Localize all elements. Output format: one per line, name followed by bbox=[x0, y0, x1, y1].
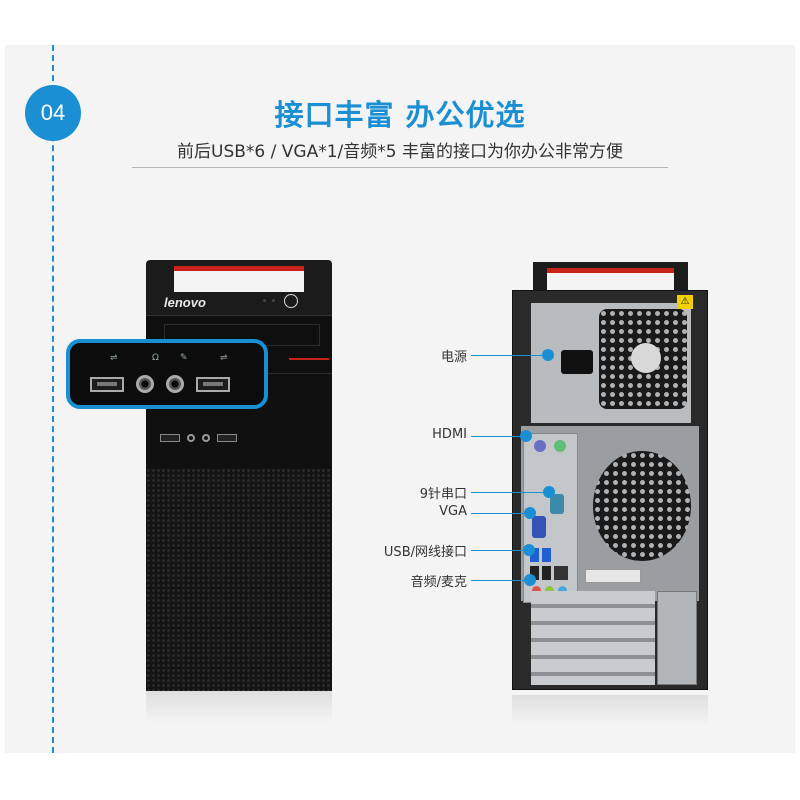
serial-port-icon bbox=[550, 494, 564, 514]
microphone-icon: ✎ bbox=[180, 353, 188, 363]
headphone-jack-icon bbox=[136, 375, 154, 393]
annotation-dot bbox=[542, 349, 554, 361]
heading-divider bbox=[132, 167, 668, 168]
annotation-dot bbox=[523, 544, 535, 556]
slot-bracket bbox=[657, 591, 697, 685]
pc-rear-view: ⚠ bbox=[512, 262, 708, 725]
case-fan-grille bbox=[593, 451, 691, 561]
rear-chassis: ⚠ bbox=[512, 290, 708, 690]
usb-icon: ⇌ bbox=[220, 353, 228, 363]
carry-handle bbox=[174, 266, 304, 292]
usb-port-icon bbox=[160, 434, 180, 442]
usb-port-icon bbox=[196, 376, 230, 392]
usb-port-icon bbox=[217, 434, 237, 442]
mic-jack-icon bbox=[532, 586, 541, 595]
floor-reflection bbox=[146, 691, 332, 723]
annotation-label: VGA bbox=[439, 504, 467, 519]
serial-label bbox=[585, 569, 641, 583]
usb3-port-icon bbox=[530, 548, 539, 562]
eject-accent bbox=[289, 358, 329, 360]
annotation-label: HDMI bbox=[432, 427, 467, 442]
microphone-jack-icon bbox=[166, 375, 184, 393]
power-socket bbox=[561, 350, 593, 374]
annotation-line bbox=[471, 580, 526, 581]
section-subtitle: 前后USB*6 / VGA*1/音频*5 丰富的接口为你办公非常方便 bbox=[177, 142, 623, 162]
annotation-dot bbox=[524, 574, 536, 586]
floor-reflection bbox=[512, 695, 708, 725]
callout-ports bbox=[90, 375, 230, 393]
ps2-port-icon bbox=[554, 440, 566, 452]
annotation-dot bbox=[520, 430, 532, 442]
annotation-label: 电源 bbox=[440, 350, 467, 365]
expansion-slots bbox=[531, 591, 655, 685]
annotation-label: 9针串口 bbox=[419, 487, 467, 502]
annotation-line bbox=[471, 436, 522, 437]
status-led bbox=[272, 299, 275, 302]
front-io-callout: ⇌ Ω ✎ ⇌ bbox=[66, 339, 268, 409]
fan-hub bbox=[631, 343, 661, 373]
power-supply-unit bbox=[531, 303, 691, 423]
power-button-icon bbox=[284, 294, 298, 308]
annotation-label: USB/网线接口 bbox=[383, 545, 467, 560]
pc-front-view: lenovo bbox=[146, 260, 332, 723]
headphone-icon: Ω bbox=[152, 353, 159, 363]
ethernet-port-icon bbox=[554, 566, 568, 580]
usb-port-icon bbox=[90, 376, 124, 392]
annotation-dot bbox=[524, 507, 536, 519]
annotation-dot bbox=[543, 486, 555, 498]
headphone-jack-icon bbox=[187, 434, 195, 442]
line-in-jack-icon bbox=[558, 586, 567, 595]
annotation-line bbox=[471, 492, 545, 493]
handle-opening bbox=[547, 268, 674, 292]
usb2-port-icon bbox=[542, 566, 551, 580]
front-mesh-grille bbox=[146, 468, 332, 691]
step-number-badge: 04 bbox=[25, 85, 81, 141]
vga-port-icon bbox=[532, 516, 546, 538]
annotation-label: 音频/麦克 bbox=[410, 575, 467, 590]
brand-logo: lenovo bbox=[164, 295, 206, 310]
annotation-line bbox=[471, 355, 544, 356]
timeline-dashed-line bbox=[52, 45, 54, 753]
usb2-port-icon bbox=[530, 566, 539, 580]
annotation-line bbox=[471, 513, 526, 514]
section-heading: 接口丰富 办公优选 bbox=[274, 98, 526, 132]
usb-icon: ⇌ bbox=[110, 353, 118, 363]
rear-carry-handle bbox=[533, 262, 688, 292]
microphone-jack-icon bbox=[202, 434, 210, 442]
line-out-jack-icon bbox=[545, 586, 554, 595]
warning-icon: ⚠ bbox=[677, 295, 693, 309]
front-top-panel: lenovo bbox=[146, 260, 332, 315]
annotation-line bbox=[471, 550, 525, 551]
front-io-ports bbox=[160, 434, 237, 442]
ps2-port-icon bbox=[534, 440, 546, 452]
usb3-port-icon bbox=[542, 548, 551, 562]
status-led bbox=[263, 299, 266, 302]
